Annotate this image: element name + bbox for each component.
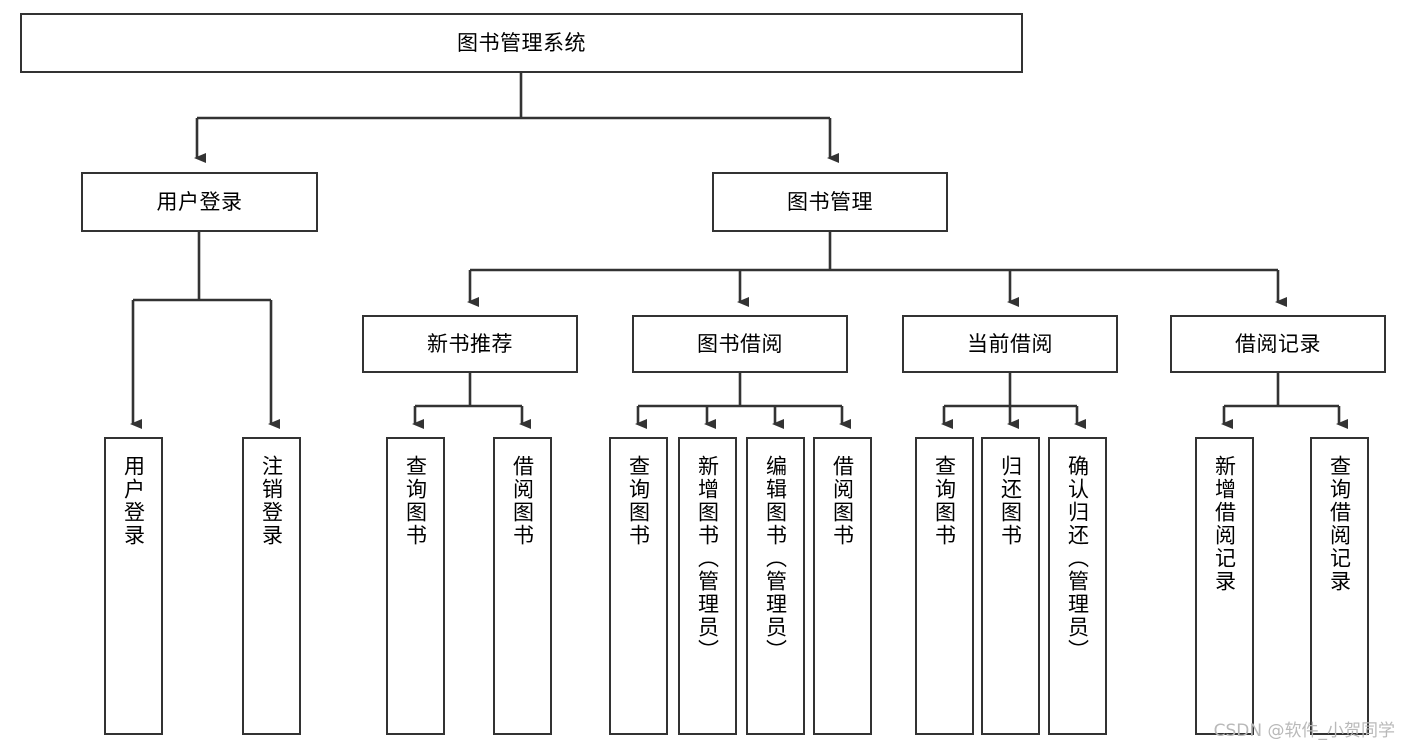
node-label: 图书借阅 [697, 331, 783, 356]
leaf-borrow-query-book[interactable]: 查询图书 [609, 437, 668, 735]
node-label: 查询图书 [932, 455, 957, 547]
node-label: 图书管理系统 [457, 30, 586, 55]
node-label: 用户登录 [121, 455, 146, 547]
node-current-borrow[interactable]: 当前借阅 [902, 315, 1118, 373]
node-label: 注销登录 [259, 455, 284, 547]
watermark-text: CSDN @软件_小贺同学 [1213, 721, 1395, 741]
leaf-current-query-book[interactable]: 查询图书 [915, 437, 974, 735]
node-label: 查询图书 [626, 455, 651, 547]
node-label: 新增借阅记录 [1212, 455, 1237, 593]
leaf-current-return-book[interactable]: 归还图书 [981, 437, 1040, 735]
node-root[interactable]: 图书管理系统 [20, 13, 1023, 73]
node-label: 归还图书 [998, 455, 1023, 547]
node-new-book-recommend[interactable]: 新书推荐 [362, 315, 578, 373]
leaf-borrow-add-book[interactable]: 新增图书（管理员） [678, 437, 737, 735]
leaf-borrow-edit-book[interactable]: 编辑图书（管理员） [746, 437, 805, 735]
leaf-borrow-borrow-book[interactable]: 借阅图书 [813, 437, 872, 735]
node-label: 新书推荐 [427, 331, 513, 356]
node-label: 查询借阅记录 [1327, 455, 1352, 593]
node-label: 借阅图书 [510, 455, 535, 547]
node-label: 查询图书 [403, 455, 428, 547]
node-label: 新增图书（管理员） [695, 455, 720, 662]
node-user-login[interactable]: 用户登录 [81, 172, 318, 232]
node-label: 图书管理 [787, 189, 873, 214]
node-label: 确认归还（管理员） [1065, 455, 1090, 662]
node-book-borrow[interactable]: 图书借阅 [632, 315, 848, 373]
leaf-current-confirm-return[interactable]: 确认归还（管理员） [1048, 437, 1107, 735]
leaf-record-query-record[interactable]: 查询借阅记录 [1310, 437, 1369, 735]
node-label: 借阅图书 [830, 455, 855, 547]
node-borrow-record[interactable]: 借阅记录 [1170, 315, 1386, 373]
node-label: 借阅记录 [1235, 331, 1321, 356]
leaf-recommend-query-book[interactable]: 查询图书 [386, 437, 445, 735]
leaf-user-login-logout[interactable]: 注销登录 [242, 437, 301, 735]
leaf-user-login-login[interactable]: 用户登录 [104, 437, 163, 735]
node-book-management[interactable]: 图书管理 [712, 172, 948, 232]
leaf-record-add-record[interactable]: 新增借阅记录 [1195, 437, 1254, 735]
node-label: 当前借阅 [967, 331, 1053, 356]
node-label: 编辑图书（管理员） [763, 455, 788, 662]
leaf-recommend-borrow-book[interactable]: 借阅图书 [493, 437, 552, 735]
node-label: 用户登录 [156, 189, 243, 214]
